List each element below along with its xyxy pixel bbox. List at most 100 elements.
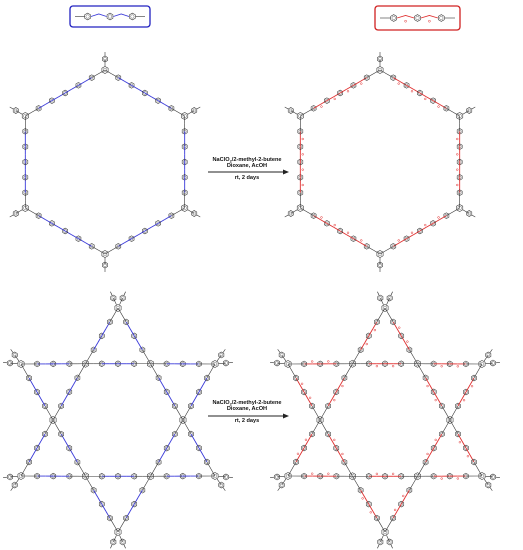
bond xyxy=(406,234,414,240)
aromatic-circle xyxy=(342,460,347,464)
benzene-ring xyxy=(287,210,294,217)
aromatic-circle xyxy=(486,483,491,487)
benzene-ring xyxy=(172,430,178,438)
bond xyxy=(71,84,79,90)
benzene-ring xyxy=(110,294,117,302)
carbonyl-oxygen xyxy=(296,452,300,455)
bond xyxy=(320,100,328,105)
benzene-ring xyxy=(21,204,29,212)
aromatic-circle xyxy=(399,334,403,338)
bond xyxy=(110,291,113,296)
benzene-ring xyxy=(382,473,388,480)
aromatic-circle xyxy=(75,460,80,464)
carbonyl-oxygen xyxy=(404,19,407,23)
bond xyxy=(104,246,119,255)
aromatic-circle xyxy=(358,348,363,352)
bond xyxy=(218,476,226,478)
aromatic-circle xyxy=(83,474,88,479)
bond xyxy=(433,391,439,400)
bond xyxy=(413,356,418,364)
benzene-ring xyxy=(50,360,57,368)
benzene-ring xyxy=(456,204,464,212)
benzene-ring xyxy=(325,430,331,438)
carbonyl-oxygen xyxy=(391,472,395,476)
bond xyxy=(109,307,119,323)
benzene-ring xyxy=(179,472,186,480)
bond xyxy=(20,363,30,379)
aromatic-circle xyxy=(439,16,444,20)
aromatic-circle xyxy=(298,205,303,211)
bond xyxy=(331,440,337,449)
bond xyxy=(295,377,301,386)
aromatic-circle xyxy=(103,57,107,61)
carbonyl-oxygen xyxy=(301,137,304,141)
aromatic-circle xyxy=(108,516,112,520)
aromatic-circle xyxy=(367,334,371,338)
bond xyxy=(72,377,78,386)
aromatic-circle xyxy=(120,540,125,544)
bond xyxy=(439,104,447,109)
bond xyxy=(360,489,366,498)
benzene-ring xyxy=(204,458,210,466)
bond xyxy=(142,483,147,491)
bond xyxy=(60,398,66,407)
benzene-ring xyxy=(443,105,450,112)
aromatic-circle xyxy=(351,236,356,241)
benzene-ring xyxy=(357,346,364,354)
bond xyxy=(166,440,172,449)
bond xyxy=(307,433,313,442)
aromatic-circle xyxy=(391,320,395,324)
bond xyxy=(84,242,92,247)
aromatic-circle xyxy=(444,213,449,218)
bond xyxy=(344,462,349,470)
aromatic-circle xyxy=(173,404,177,408)
bond xyxy=(91,246,99,251)
carbonyl-oxygen xyxy=(346,90,350,93)
bond xyxy=(14,354,20,362)
carbonyl-oxygen xyxy=(341,384,344,388)
aromatic-circle xyxy=(342,376,347,380)
bond xyxy=(441,426,447,435)
bond xyxy=(36,440,42,449)
benzene-ring xyxy=(398,332,405,340)
bond xyxy=(453,426,459,435)
aromatic-circle xyxy=(192,211,196,216)
benzene-ring xyxy=(34,444,40,452)
aromatic-circle xyxy=(467,211,471,216)
aromatic-circle xyxy=(63,229,67,233)
benzene-ring xyxy=(123,318,129,326)
aromatic-circle xyxy=(289,108,293,113)
benzene-ring xyxy=(317,360,324,368)
carbonyl-oxygen xyxy=(410,231,414,234)
bond xyxy=(360,342,366,351)
benzene-ring xyxy=(129,12,136,21)
carbonyl-oxygen xyxy=(402,494,405,498)
benzene-ring xyxy=(296,204,304,212)
aromatic-circle xyxy=(302,390,306,394)
aromatic-circle xyxy=(148,361,153,366)
bond xyxy=(40,398,46,407)
bond xyxy=(44,426,50,435)
bond xyxy=(331,391,337,400)
aromatic-circle xyxy=(132,502,136,506)
benzene-ring xyxy=(139,346,146,354)
bond xyxy=(14,478,20,486)
aromatic-circle xyxy=(50,417,56,423)
benzene-ring xyxy=(466,210,473,217)
bond xyxy=(20,461,30,477)
bond xyxy=(303,440,309,449)
benzene-ring xyxy=(131,473,138,480)
bond xyxy=(315,412,321,421)
aromatic-circle xyxy=(423,460,428,464)
benzene-ring xyxy=(317,472,324,480)
bond xyxy=(311,426,317,435)
benzene-ring xyxy=(155,374,162,382)
aromatic-circle xyxy=(14,211,18,216)
aromatic-circle xyxy=(486,353,491,357)
bond xyxy=(457,433,463,442)
carbonyl-oxygen xyxy=(308,396,312,399)
benzene-ring xyxy=(74,374,81,382)
bond xyxy=(48,419,54,428)
benzene-ring xyxy=(21,112,29,120)
benzene-ring xyxy=(274,473,280,481)
